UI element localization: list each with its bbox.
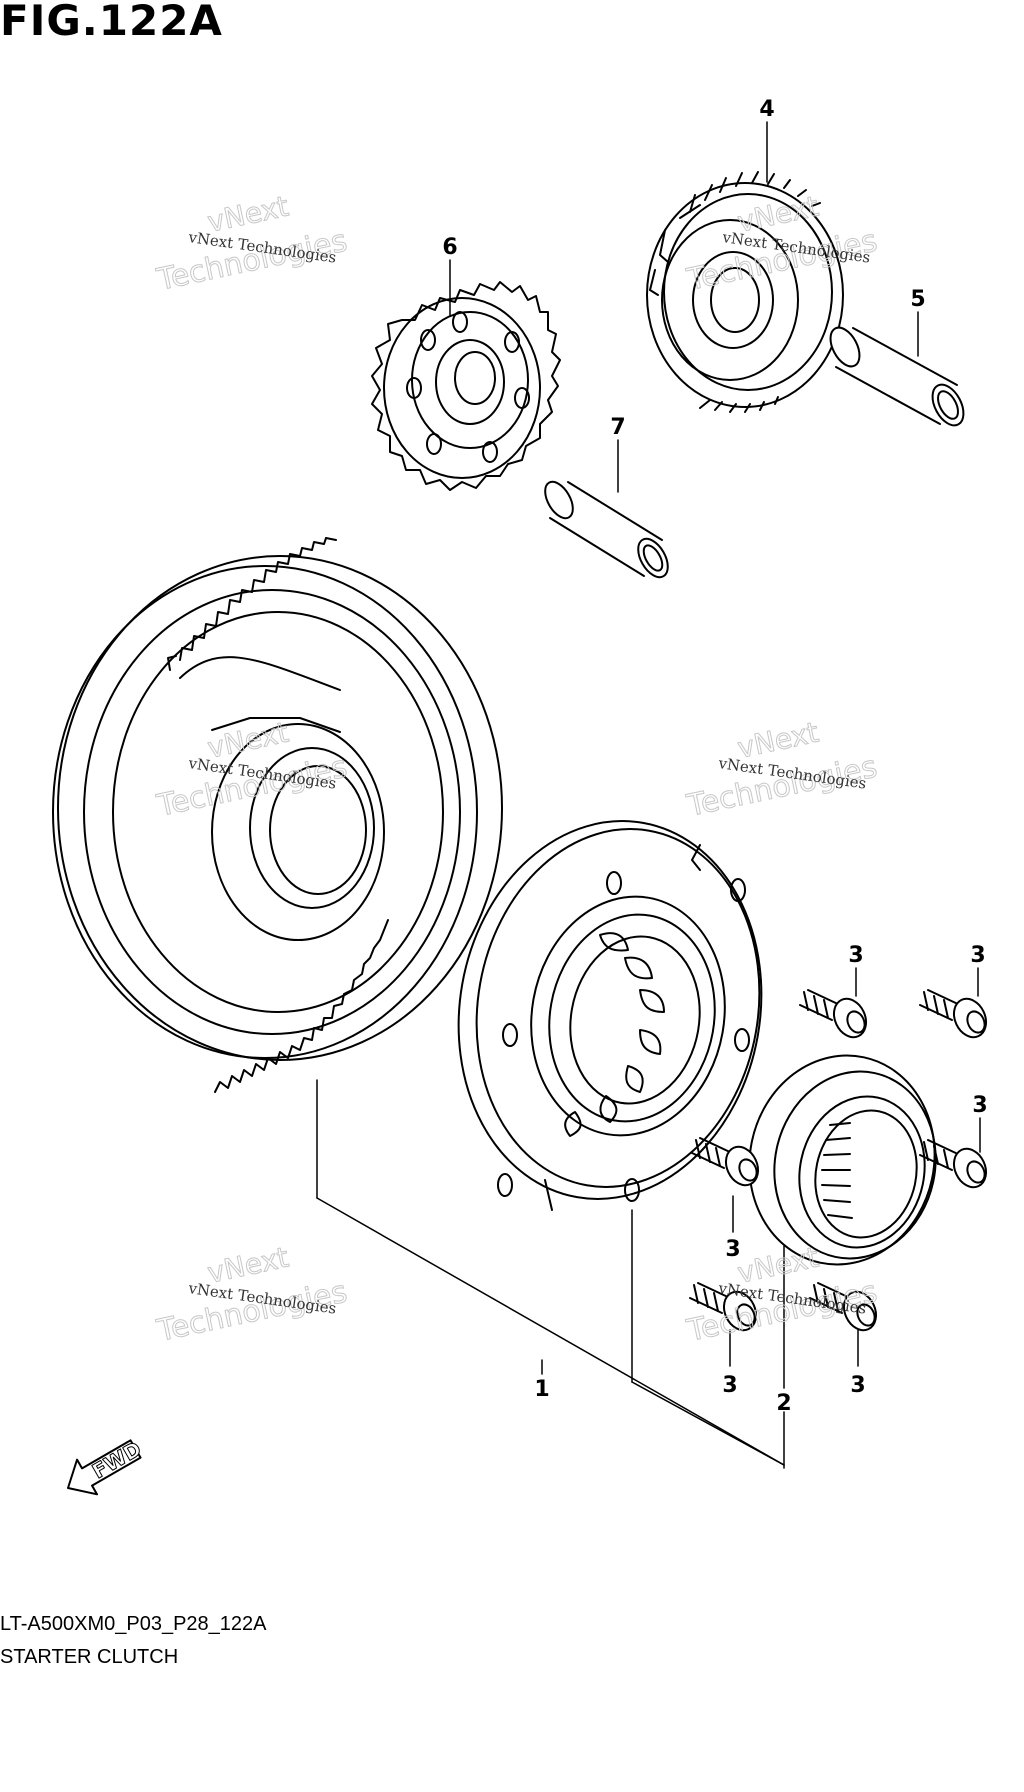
callout-1: 1 — [534, 1377, 549, 1402]
part-7-pin — [544, 480, 669, 579]
callout-4: 4 — [759, 97, 774, 122]
leader-lines — [316, 121, 981, 1469]
part-3-bolt-b — [919, 989, 988, 1039]
watermark-5: vNext Technologies vNext Technologies — [153, 1240, 351, 1349]
callout-6: 6 — [442, 235, 457, 260]
callout-3-f: 3 — [850, 1373, 865, 1398]
part-3-bolt-e — [689, 1282, 758, 1332]
callout-3-a: 3 — [848, 943, 863, 968]
callout-3-b: 3 — [970, 943, 985, 968]
part-6-gear — [371, 281, 561, 491]
part-3-bolt-c — [919, 1139, 988, 1189]
figure-title: FIG.122A — [0, 0, 223, 45]
watermark-4: vNext Technologies vNext Technologies — [683, 715, 881, 824]
figure-subtitle: STARTER CLUTCH — [0, 1646, 179, 1668]
part-1-large-gear — [52, 537, 503, 1093]
fwd-label: FWD — [88, 1436, 145, 1483]
part-3-bolt-d — [691, 1137, 760, 1187]
part-3-bolt-f — [809, 1282, 878, 1332]
figure-code: LT-A500XM0_P03_P28_122A — [0, 1613, 267, 1635]
callout-3-d: 3 — [725, 1237, 740, 1262]
callout-3-e: 3 — [722, 1373, 737, 1398]
fwd-arrow-icon: FWD — [67, 1436, 146, 1496]
callout-5: 5 — [910, 287, 925, 312]
part-4-gear — [646, 171, 844, 413]
part-5-pin — [829, 326, 965, 427]
part-2-bearing — [748, 1054, 937, 1266]
watermark-1: vNext Technologies vNext Technologies — [153, 189, 351, 298]
part-3-bolt-a — [799, 989, 868, 1039]
callout-2: 2 — [776, 1391, 791, 1416]
callout-3-c: 3 — [972, 1093, 987, 1118]
parts-diagram: 4 5 6 7 3 3 3 3 3 3 1 2 FWD vNext Techno… — [52, 97, 988, 1496]
callout-7: 7 — [610, 415, 625, 440]
part-1-clutch-plate — [457, 820, 763, 1211]
